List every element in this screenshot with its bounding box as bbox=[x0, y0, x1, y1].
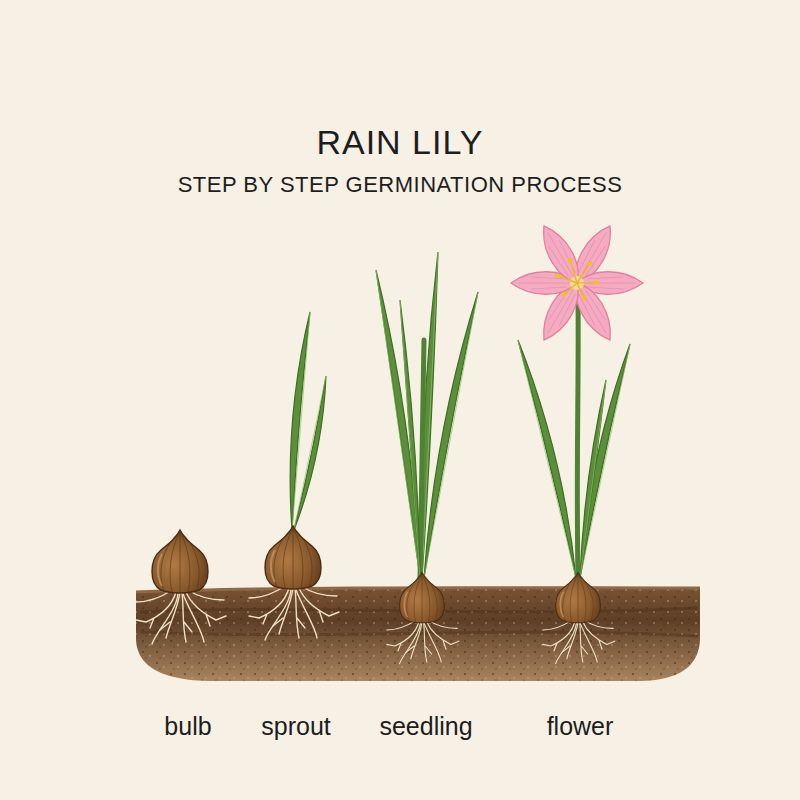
subtitle: STEP BY STEP GERMINATION PROCESS bbox=[178, 172, 623, 198]
stamen bbox=[570, 260, 577, 283]
leaf bbox=[400, 300, 420, 578]
stage-label: bulb bbox=[164, 712, 211, 741]
leaf bbox=[580, 380, 606, 578]
leaf bbox=[376, 270, 420, 578]
stage-label: seedling bbox=[379, 712, 472, 741]
bulb-shape bbox=[400, 572, 445, 622]
stamen bbox=[577, 264, 590, 283]
rain-lily-flower bbox=[511, 220, 643, 346]
anther bbox=[587, 260, 594, 267]
anther bbox=[567, 257, 572, 264]
anther bbox=[561, 291, 568, 298]
leaf-vein bbox=[376, 270, 420, 578]
root-system bbox=[249, 586, 339, 640]
stage-label: flower bbox=[547, 712, 614, 741]
stem bbox=[420, 340, 424, 580]
leaf-vein bbox=[518, 340, 576, 578]
leaf-vein bbox=[294, 376, 326, 530]
leaf bbox=[518, 340, 576, 578]
root-system bbox=[136, 590, 226, 644]
leaf bbox=[294, 376, 326, 530]
leaf-vein bbox=[580, 344, 630, 578]
flower-stem bbox=[575, 300, 581, 580]
bulb-shape bbox=[265, 526, 321, 589]
diagram-title: RAIN LILY bbox=[316, 123, 483, 162]
leaf-vein bbox=[580, 380, 606, 578]
root-system bbox=[387, 620, 459, 663]
petal-vein bbox=[543, 230, 580, 283]
anther bbox=[554, 273, 561, 278]
leaf bbox=[580, 344, 630, 578]
leaf bbox=[290, 312, 310, 530]
root-system bbox=[543, 620, 615, 663]
stamen bbox=[557, 276, 577, 283]
anther bbox=[581, 294, 586, 301]
bulb-shape bbox=[556, 572, 601, 622]
petal-vein bbox=[574, 283, 611, 336]
stage-label: sprout bbox=[261, 712, 330, 741]
bulb-shape bbox=[152, 530, 208, 593]
leaf bbox=[424, 292, 478, 578]
leaf-vein bbox=[400, 300, 420, 578]
anther bbox=[593, 280, 600, 285]
leaf-vein bbox=[424, 292, 478, 578]
